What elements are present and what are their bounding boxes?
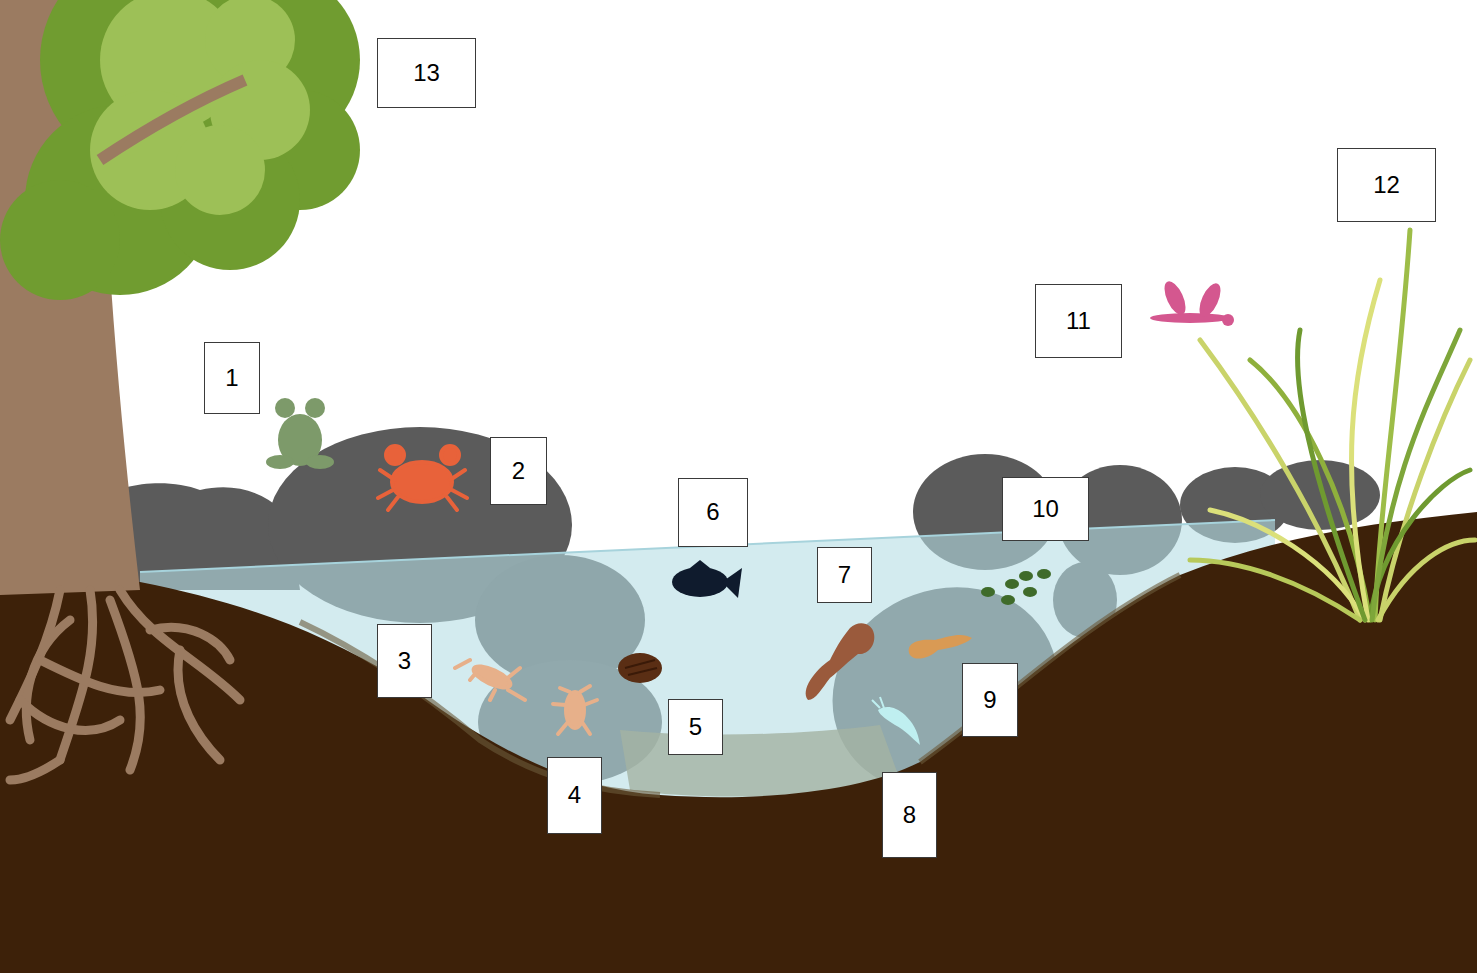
callout-number: 3 <box>398 648 411 674</box>
callout-box: 2 <box>490 437 547 505</box>
callout-box: 5 <box>668 699 723 755</box>
callout-box: 1 <box>204 342 260 414</box>
callout-box: 11 <box>1035 284 1122 358</box>
callout-number: 9 <box>983 687 996 713</box>
callout-number: 12 <box>1373 172 1400 198</box>
callout-box: 10 <box>1002 477 1089 541</box>
callout-number: 10 <box>1032 496 1059 522</box>
callout-box: 3 <box>377 624 432 698</box>
callout-number: 4 <box>568 782 581 808</box>
callout-box: 7 <box>817 547 872 603</box>
callout-box: 6 <box>678 478 748 547</box>
callout-number: 2 <box>512 458 525 484</box>
callout-number: 7 <box>838 562 851 588</box>
callout-number: 5 <box>689 714 702 740</box>
callout-number: 8 <box>903 802 916 828</box>
callout-number: 11 <box>1066 308 1091 334</box>
callout-box: 13 <box>377 38 476 108</box>
callout-number: 1 <box>225 365 238 391</box>
callout-number: 13 <box>413 60 440 86</box>
callout-number: 6 <box>706 499 719 525</box>
callout-box: 4 <box>547 757 602 834</box>
callout-box: 12 <box>1337 148 1436 222</box>
callout-box: 8 <box>882 772 937 858</box>
callout-box: 9 <box>962 663 1018 737</box>
